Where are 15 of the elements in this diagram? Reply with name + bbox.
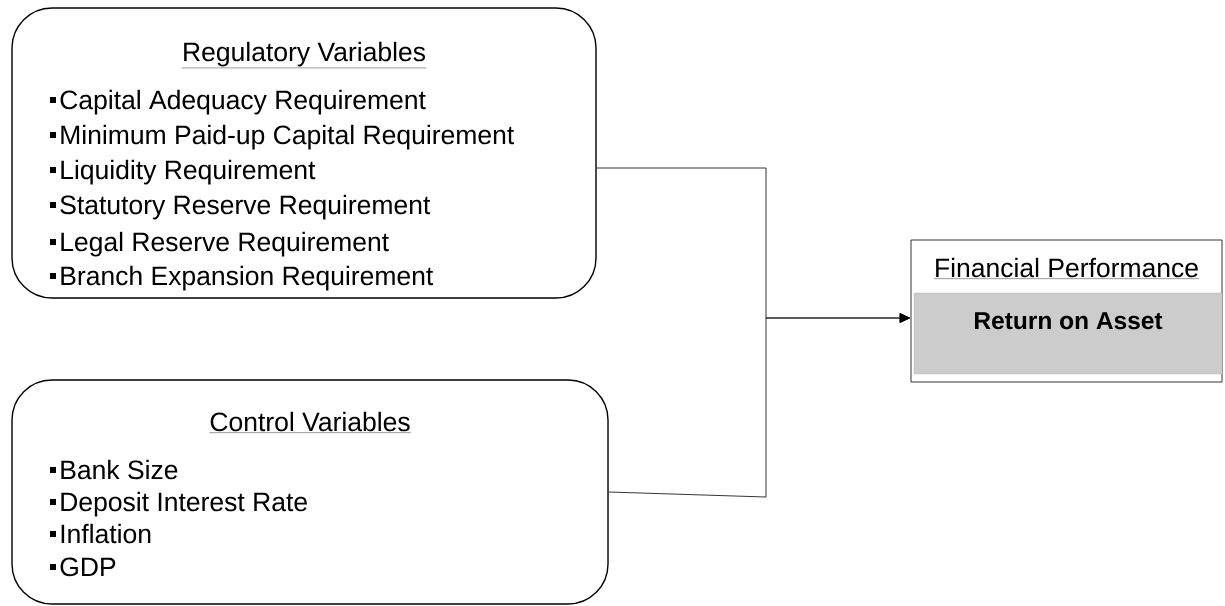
bullet-item: Legal Reserve Requirement (50, 231, 389, 257)
bullet-item: GDP (50, 557, 116, 577)
bullet-item: Branch Expansion Requirement (50, 265, 434, 291)
bullet-item: Minimum Paid-up Capital Requirement (50, 124, 514, 150)
bullet-item: Liquidity Requirement (50, 159, 316, 185)
bullet-item: Inflation (50, 523, 151, 544)
box-heading: Control Variables (209, 411, 411, 433)
box-heading: Financial Performance (933, 257, 1200, 279)
bullet-item: Deposit Interest Rate (50, 491, 307, 517)
bullet-item: Bank Size (50, 459, 178, 480)
bullet-item: Statutory Reserve Requirement (50, 194, 431, 220)
box-heading: Regulatory Variables (181, 41, 427, 69)
connector-arrow (608, 313, 911, 498)
bullet-item: Capital Adequacy Requirement (50, 89, 426, 115)
box-title: Return on Asset (975, 312, 1163, 330)
